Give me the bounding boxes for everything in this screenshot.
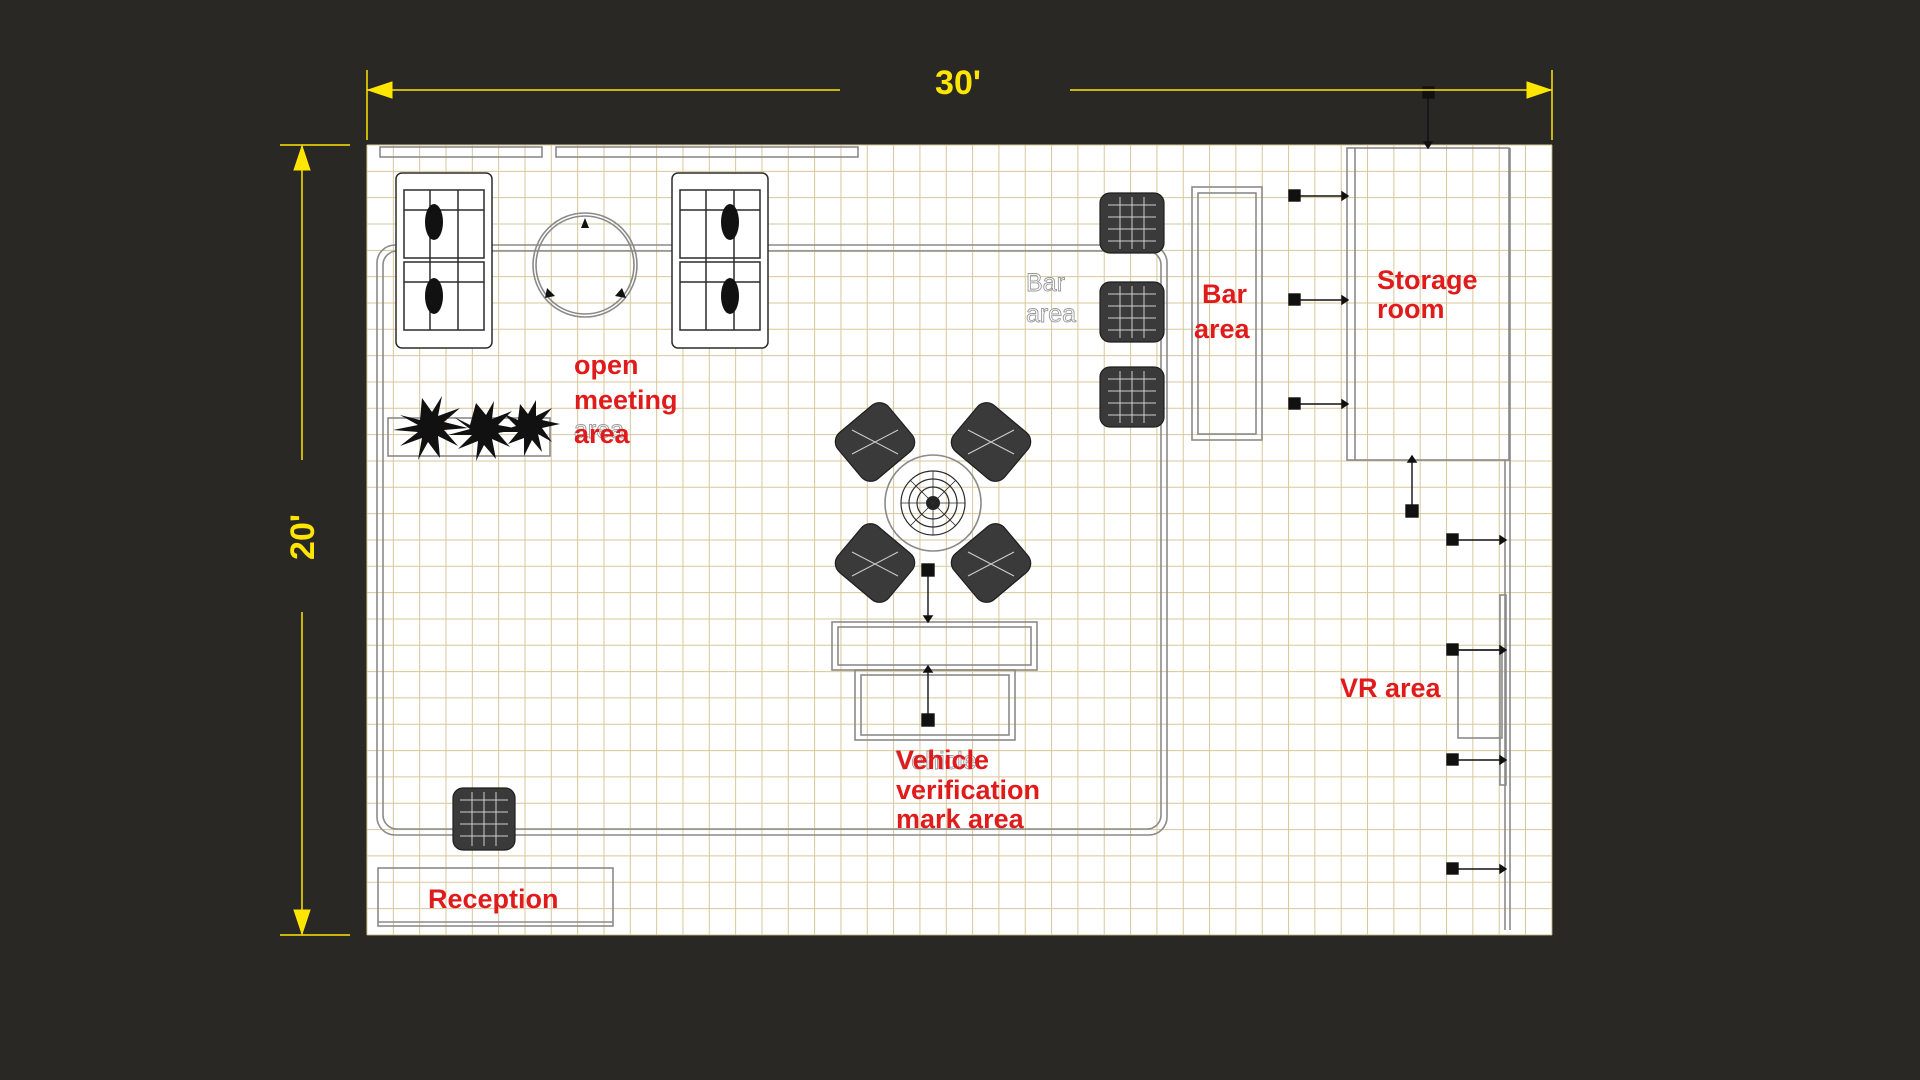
sofa-left [395, 172, 493, 349]
vr-area-label: VR area [1340, 673, 1442, 703]
exhibit-zone-outline [376, 244, 1168, 836]
vehicle-table-bottom-inner [860, 674, 1010, 736]
bar-counter [1191, 186, 1263, 441]
bar-stool-2 [1099, 281, 1165, 343]
vehicle-area-ghost-label: Vehicle [896, 747, 977, 775]
reception-label: Reception [428, 884, 559, 914]
vehicle-table-bottom [854, 669, 1016, 741]
bar-area-label: Bar area [1194, 279, 1255, 344]
plant-planter [387, 396, 560, 461]
top-shelf-right [555, 146, 859, 158]
vehicle-table-top-inner [837, 626, 1032, 666]
open-meeting-area-label: open meeting area [574, 350, 685, 449]
sofa-right [671, 172, 769, 349]
bar-area-ghost-label: Bar area [1026, 269, 1076, 328]
central-lounge-set [834, 402, 1032, 603]
width-label: 30' [935, 64, 981, 102]
reception-stool [452, 787, 516, 851]
vr-screen-frame [1499, 594, 1507, 786]
round-table [532, 212, 638, 318]
bar-stool-3 [1099, 366, 1165, 428]
width-dimension [366, 70, 1553, 140]
exhibit-zone-inner [382, 250, 1162, 830]
height-dimension [280, 144, 350, 936]
vehicle-area-label: Vehicle verification mark area [896, 745, 1048, 834]
top-shelf-left [379, 146, 543, 158]
bar-counter-inner [1197, 192, 1257, 435]
open-meeting-area-ghost-label: area [574, 416, 624, 444]
spotlights [921, 86, 1508, 875]
reception-desk [377, 867, 614, 927]
storage-room-label: Storage room [1377, 265, 1485, 324]
height-label: 20' [284, 514, 322, 560]
bar-stool-1 [1099, 192, 1165, 254]
